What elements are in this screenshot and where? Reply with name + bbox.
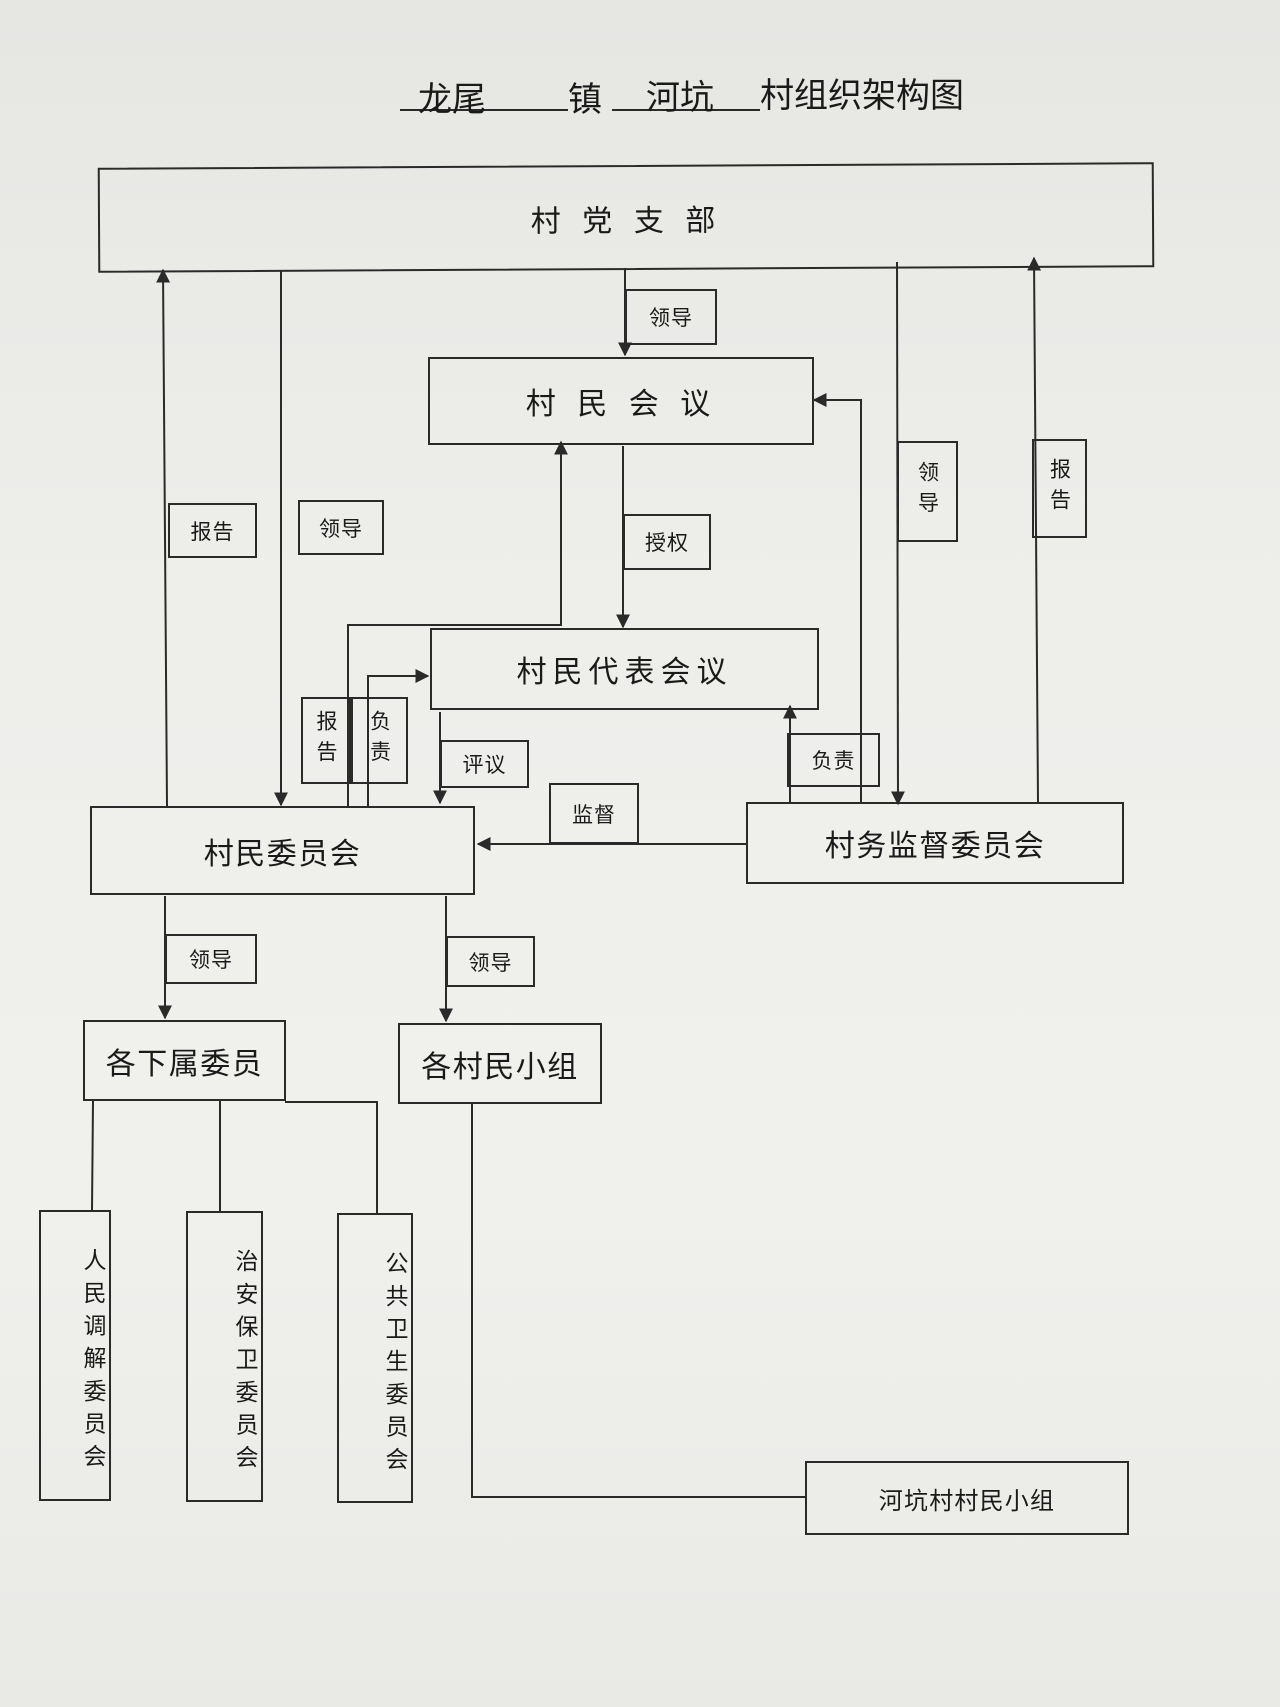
node-party-branch: 村 党 支 部 <box>97 162 1155 273</box>
node-mediation-committee: 人民调解委员会 <box>39 1210 111 1501</box>
label-responsible-right: 负责 <box>787 733 880 787</box>
node-subordinate-members: 各下属委员 <box>83 1020 286 1101</box>
label-lead-sub: 领导 <box>165 934 257 984</box>
label-review: 评议 <box>440 740 529 788</box>
title-village: 河坑 <box>646 78 714 118</box>
label-lead-groups: 领导 <box>446 936 535 987</box>
label-report-mid: 报告 <box>301 697 351 784</box>
node-hekeng-groups: 河坑村村民小组 <box>805 1461 1129 1535</box>
label-lead-left: 领导 <box>298 500 384 555</box>
label-authorize: 授权 <box>623 514 711 570</box>
label-lead-top: 领导 <box>625 289 717 345</box>
title-suffix: 村组织架构图 <box>760 76 964 116</box>
node-security-committee: 治安保卫委员会 <box>186 1211 263 1502</box>
node-health-committee: 公共卫生委员会 <box>337 1213 413 1503</box>
label-responsible-mid: 负责 <box>351 697 408 784</box>
title-town: 龙尾 <box>418 80 486 120</box>
node-supervision-committee: 村务监督委员会 <box>746 802 1124 884</box>
node-villagers-committee: 村民委员会 <box>90 806 475 895</box>
node-villager-groups: 各村民小组 <box>398 1023 602 1104</box>
title-town-suffix: 镇 <box>568 80 602 120</box>
node-villagers-meeting: 村 民 会 议 <box>428 357 814 445</box>
node-representatives-meeting: 村民代表会议 <box>430 628 819 710</box>
label-report-right: 报告 <box>1032 439 1087 538</box>
label-supervise: 监督 <box>549 783 639 844</box>
label-lead-right: 领导 <box>897 441 958 542</box>
label-report-left: 报告 <box>168 503 257 558</box>
